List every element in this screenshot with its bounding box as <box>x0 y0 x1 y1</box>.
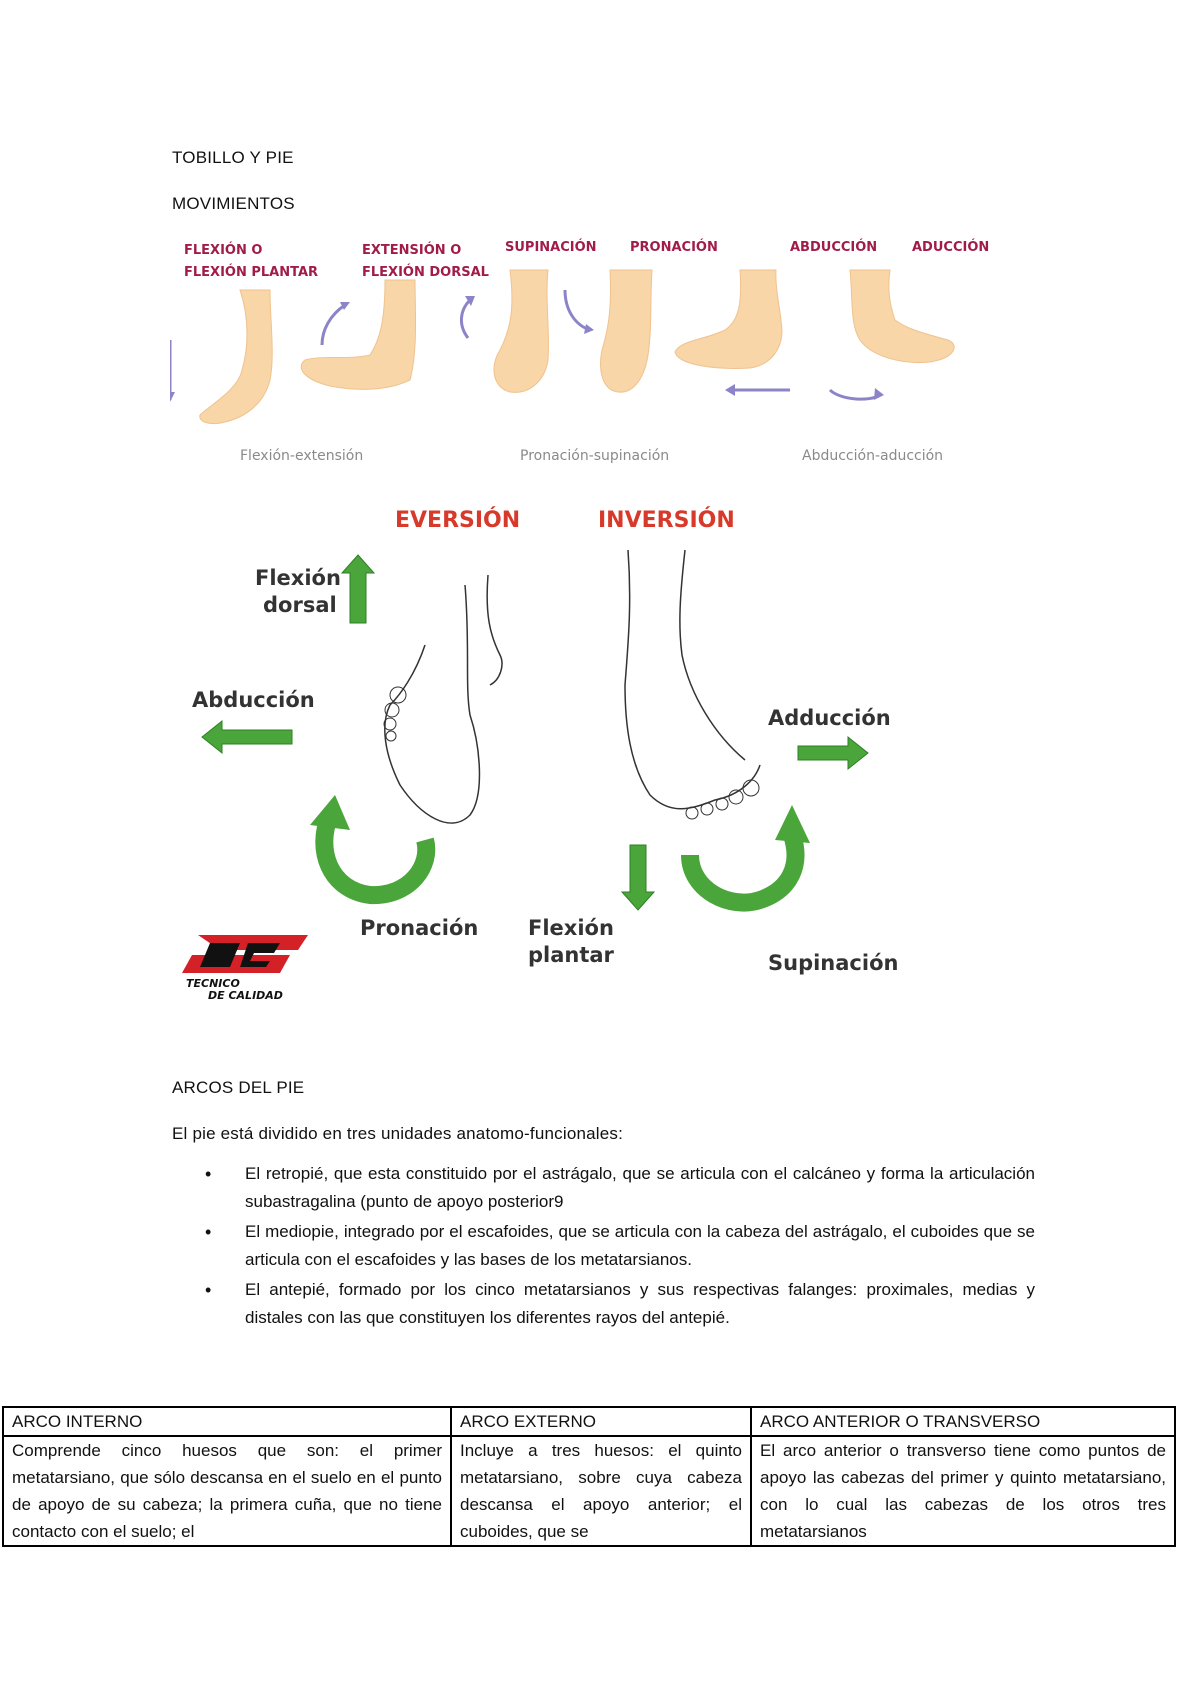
arrow-down-icon <box>620 844 656 911</box>
arrow-right-icon <box>797 735 869 771</box>
label-pronacion: PRONACIÓN <box>630 240 718 255</box>
table-header-cell: ARCO EXTERNO <box>450 1406 752 1437</box>
label-abduccion: Abducción <box>192 688 315 712</box>
label-flexion-dorsal-1: Flexión <box>255 566 341 590</box>
foot-abduction <box>674 269 783 369</box>
curved-arrow-pronacion-icon <box>315 811 436 905</box>
svg-text:TECNICO: TECNICO <box>186 977 240 990</box>
label-aduccion: ADUCCIÓN <box>912 240 990 255</box>
caption-abduccion-aduccion: Abducción-aducción <box>802 448 944 464</box>
table-cell: Incluye a tres huesos: el quinto metatar… <box>450 1435 752 1547</box>
list-item: El mediopie, integrado por el escafoides… <box>205 1218 1035 1274</box>
label-supinacion: Supinación <box>768 951 898 975</box>
movimientos-title: MOVIMIENTOS <box>172 194 295 213</box>
arrow-left-icon <box>201 719 293 755</box>
tecnico-logo: TECNICO DE CALIDAD <box>182 935 308 1002</box>
table-cell: El arco anterior o transverso tiene como… <box>750 1435 1176 1547</box>
foot-inversion-drawing <box>624 549 761 810</box>
label-flexion-plantar-1: Flexión <box>528 916 614 940</box>
list-item: El retropié, que esta constituido por el… <box>205 1160 1035 1216</box>
foot-eversion-drawing <box>384 584 481 824</box>
arcos-title: ARCOS DEL PIE <box>172 1078 305 1097</box>
eversion-inversion-illustration: EVERSIÓN INVERSIÓN Flexión dorsal Abducc… <box>182 507 898 1002</box>
label-pronacion: Pronación <box>360 916 478 940</box>
svg-text:DE CALIDAD: DE CALIDAD <box>208 989 283 1002</box>
foot-movements-illustration <box>165 269 955 425</box>
arrow-up-icon <box>340 554 376 624</box>
label-flexion-plantar-2: plantar <box>528 943 615 967</box>
page-heading: TOBILLO Y PIE <box>172 148 294 167</box>
arcos-table: ARCO INTERNO ARCO EXTERNO ARCO ANTERIOR … <box>2 1406 1176 1547</box>
foot-plantar-flexion <box>199 289 273 425</box>
list-item: El antepié, formado por los cinco metata… <box>205 1276 1035 1332</box>
caption-pronacion-supinacion: Pronación-supinación <box>520 448 670 464</box>
figure-eversion-inversion: EVERSIÓN INVERSIÓN Flexión dorsal Abducc… <box>170 495 970 1025</box>
foot-pronation <box>600 269 653 393</box>
label-aduccion: Adducción <box>768 706 891 730</box>
foot-supination <box>493 269 549 393</box>
intro-text: El pie está dividido en tres unidades an… <box>172 1124 624 1143</box>
table-cell: Comprende cinco huesos que son: el prime… <box>2 1435 452 1547</box>
curved-arrow-supinacion-icon <box>681 832 805 912</box>
label-abduccion: ABDUCCIÓN <box>790 240 878 255</box>
table-header-cell: ARCO ANTERIOR O TRANSVERSO <box>750 1406 1176 1437</box>
label-flexion-dorsal-2: dorsal <box>263 593 337 617</box>
foot-dorsal-flexion <box>300 279 417 390</box>
title-inversion: INVERSIÓN <box>598 507 735 533</box>
label-supinacion: SUPINACIÓN <box>505 240 597 255</box>
caption-flexion-extension: Flexión-extensión <box>240 448 364 464</box>
bullet-list: El retropié, que esta constituido por el… <box>205 1160 1035 1334</box>
table-header-row: ARCO INTERNO ARCO EXTERNO ARCO ANTERIOR … <box>2 1406 1176 1437</box>
foot-adduction <box>849 269 955 364</box>
table-row: Comprende cinco huesos que son: el prime… <box>2 1435 1176 1547</box>
table-header-cell: ARCO INTERNO <box>2 1406 452 1437</box>
title-eversion: EVERSIÓN <box>395 507 520 533</box>
